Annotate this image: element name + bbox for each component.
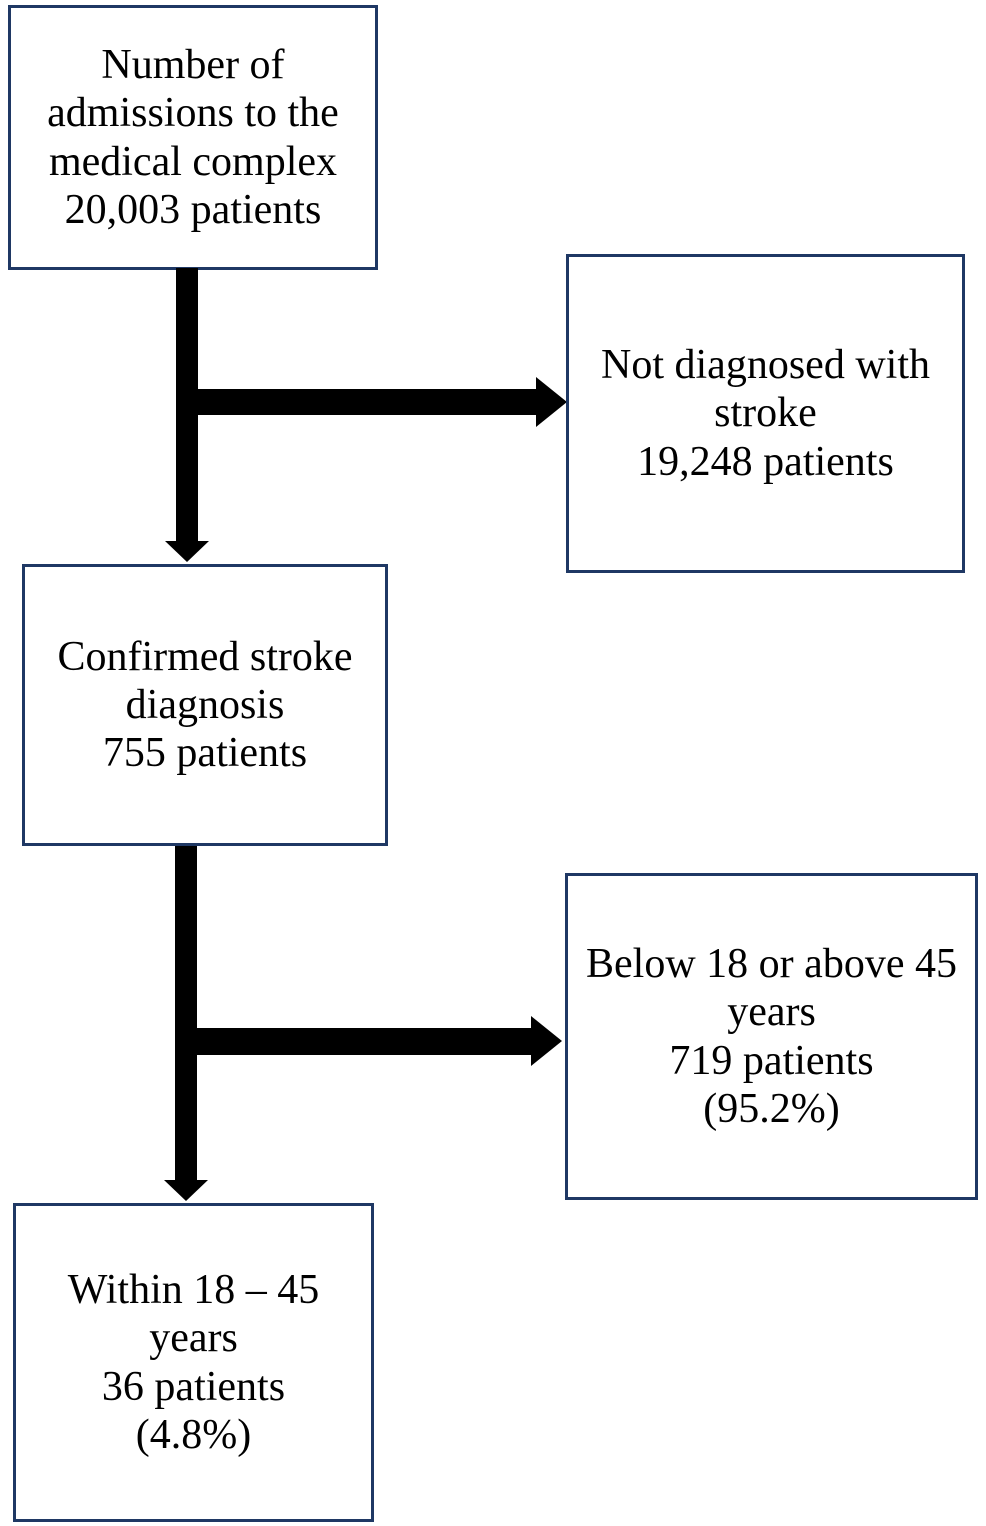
node-included-age-text: Within 18 – 45 years 36 patients (4.8%) [67,1266,320,1458]
node-excluded-age: Below 18 or above 45 years 719 patients … [565,873,978,1200]
node-not-diagnosed: Not diagnosed with stroke 19,248 patient… [566,254,965,573]
arrow-branch-to-not-diagnosed-line [176,389,536,415]
arrow-down-icon [164,1180,208,1201]
node-admissions-text: Number of admissions to the medical comp… [47,41,339,233]
arrow-right-icon [536,377,567,427]
arrow-confirmed-to-included-line [175,846,197,1180]
arrow-down-icon [165,541,209,562]
node-excluded-age-text: Below 18 or above 45 years 719 patients … [586,940,957,1132]
node-admissions: Number of admissions to the medical comp… [8,5,378,270]
node-confirmed-stroke-text: Confirmed stroke diagnosis 755 patients [57,633,353,777]
node-not-diagnosed-text: Not diagnosed with stroke 19,248 patient… [601,342,930,485]
arrow-right-icon [531,1016,562,1066]
node-confirmed-stroke: Confirmed stroke diagnosis 755 patients [22,564,388,846]
node-included-age: Within 18 – 45 years 36 patients (4.8%) [13,1203,374,1522]
arrow-branch-to-excluded-line [175,1028,531,1055]
